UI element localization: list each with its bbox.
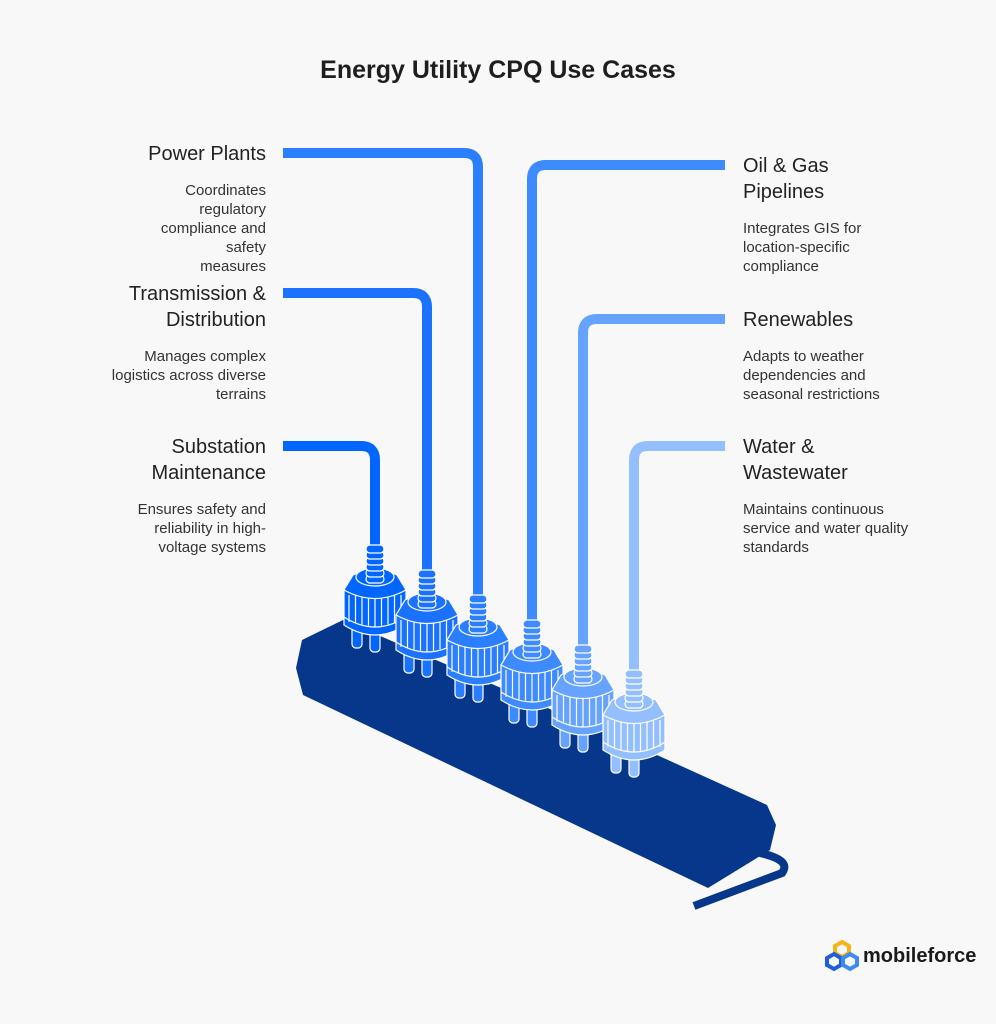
plug bbox=[395, 569, 459, 678]
cable bbox=[527, 160, 725, 625]
use-case-water-wastewater: Water & Wastewater Maintains continuous … bbox=[743, 434, 993, 557]
plug-spring bbox=[417, 569, 437, 579]
cable bbox=[283, 288, 432, 575]
mobileforce-logo: mobileforce bbox=[825, 940, 976, 972]
use-case-description: Integrates GIS for location-specific com… bbox=[743, 220, 862, 275]
page-title: Energy Utility CPQ Use Cases bbox=[320, 56, 676, 84]
use-case-oil-gas-pipelines: Oil & Gas Pipelines Integrates GIS for l… bbox=[743, 153, 993, 276]
use-case-title: Substation Maintenance bbox=[151, 436, 266, 484]
power-strip-body bbox=[296, 620, 776, 888]
use-case-title: Oil & Gas Pipelines bbox=[743, 155, 829, 203]
power-cord bbox=[692, 849, 789, 910]
use-case-description: Maintains continuous service and water q… bbox=[743, 501, 909, 556]
plug-spring bbox=[365, 544, 385, 554]
plug-spring bbox=[522, 619, 542, 629]
use-case-substation-maintenance: Substation Maintenance Ensures safety an… bbox=[16, 434, 266, 557]
use-case-title: Power Plants bbox=[148, 143, 266, 165]
use-case-description: Adapts to weather dependencies and seaso… bbox=[743, 348, 880, 403]
plug-spring bbox=[468, 594, 488, 604]
plug bbox=[551, 644, 615, 753]
use-case-description: Manages complex logistics across diverse… bbox=[111, 348, 266, 403]
use-case-transmission-distribution: Transmission & Distribution Manages comp… bbox=[16, 281, 266, 404]
use-case-power-plants: Power Plants Coordinates regulatory comp… bbox=[16, 141, 266, 276]
cable bbox=[578, 314, 725, 650]
cable bbox=[283, 148, 483, 600]
plug-spring bbox=[573, 644, 593, 654]
power-strip bbox=[296, 620, 789, 910]
cable bbox=[629, 441, 725, 675]
use-case-description: Coordinates regulatory compliance and sa… bbox=[160, 182, 266, 275]
use-case-title: Renewables bbox=[743, 309, 854, 331]
cable bbox=[283, 441, 380, 550]
logo-text: mobileforce bbox=[863, 944, 977, 967]
plug bbox=[602, 669, 666, 778]
use-case-description: Ensures safety and reliability in high-v… bbox=[137, 501, 266, 556]
use-case-title: Water & Wastewater bbox=[743, 436, 848, 484]
plug-spring bbox=[624, 669, 644, 679]
use-case-renewables: Renewables Adapts to weather dependencie… bbox=[743, 307, 993, 404]
logo-mark-icon bbox=[825, 940, 859, 972]
plug bbox=[446, 594, 510, 703]
use-case-title: Transmission & Distribution bbox=[128, 283, 266, 331]
plug bbox=[343, 544, 407, 653]
